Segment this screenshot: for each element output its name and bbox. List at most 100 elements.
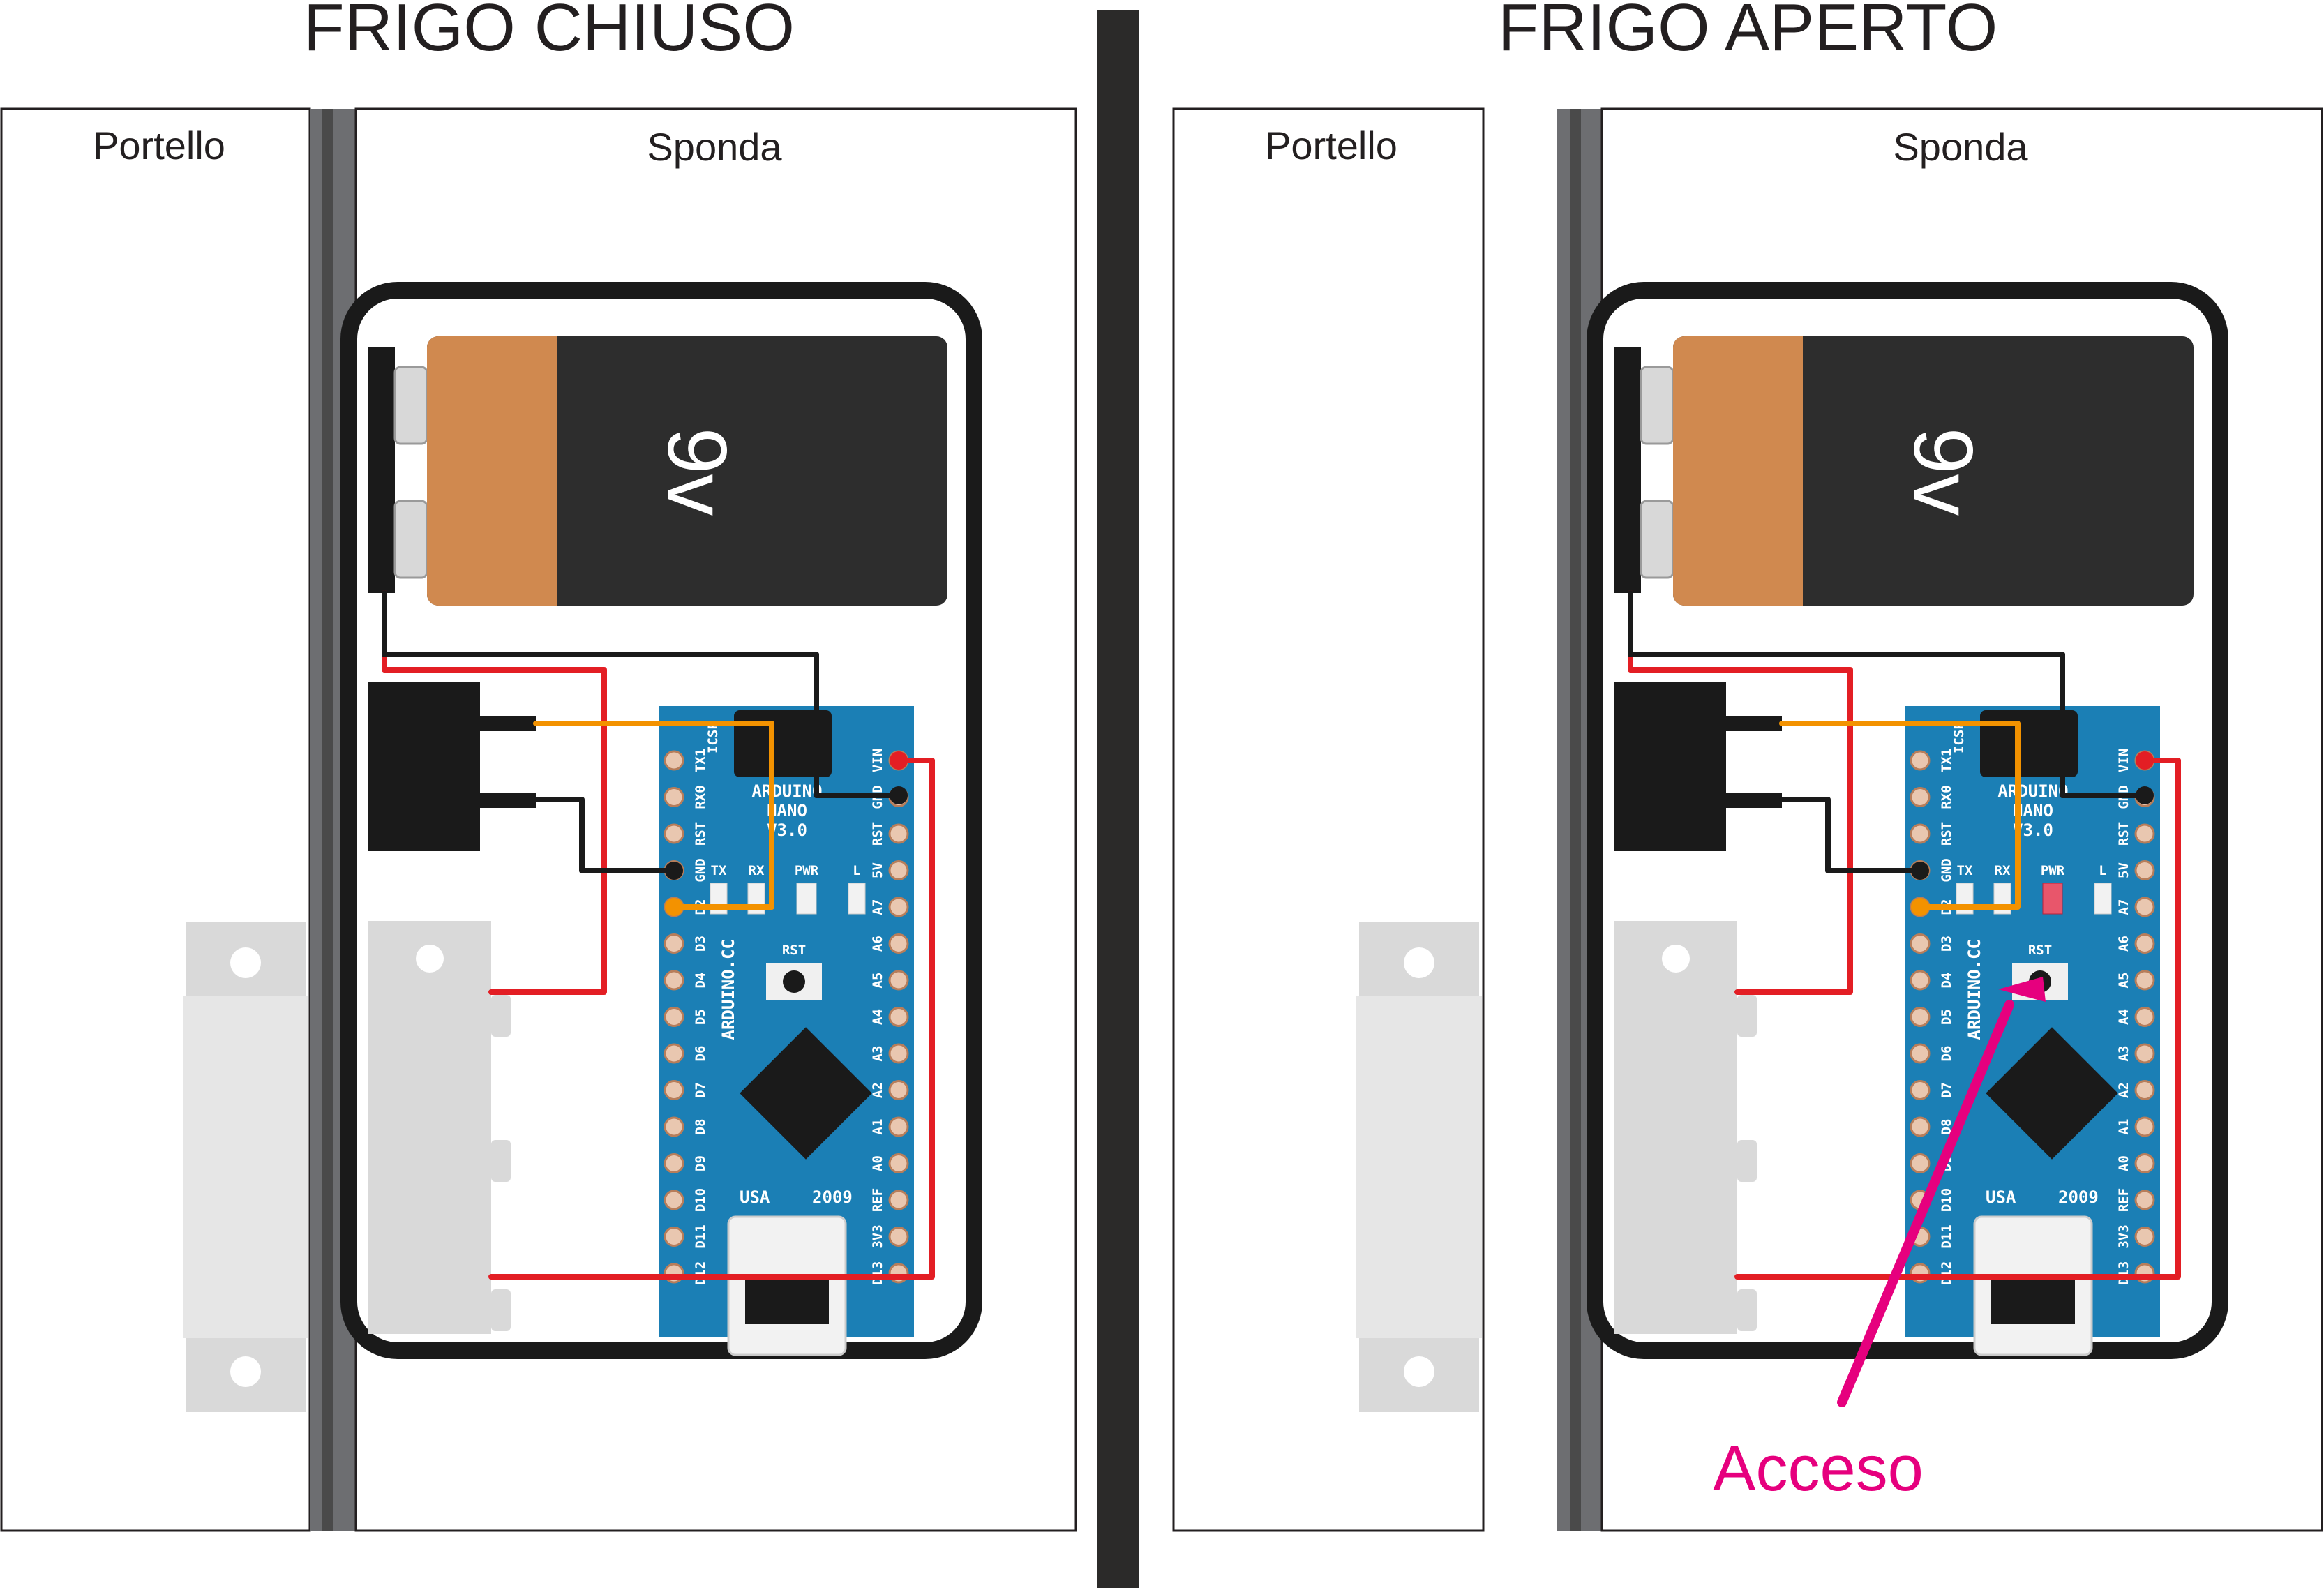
- pin-label: RST: [1939, 822, 1954, 846]
- pin-label: A7: [870, 899, 885, 915]
- wire-black-battery-gnd: [382, 590, 901, 798]
- pin-pad: [1910, 750, 1931, 771]
- enclosure-box: [1587, 282, 2228, 1359]
- pin-pad: [2134, 860, 2155, 880]
- battery-9v: 9v: [1614, 336, 2194, 606]
- reset-label: RST: [2028, 943, 2052, 958]
- pin-label: A5: [870, 973, 885, 989]
- pin-label: REF: [2116, 1188, 2131, 1212]
- magnet-center: [183, 996, 308, 1338]
- pin-pad: [1910, 933, 1931, 954]
- led-label-l: L: [853, 863, 860, 878]
- pin-label: RST: [870, 822, 885, 846]
- magnet-screw-hole: [1404, 947, 1434, 978]
- side-label: Sponda: [647, 125, 782, 169]
- reed-switch-body: [368, 921, 491, 1334]
- pin-label: D6: [1939, 1046, 1954, 1062]
- pin-label: D13: [2116, 1261, 2131, 1285]
- pin-label: A2: [870, 1082, 885, 1098]
- pin-label: REF: [870, 1188, 885, 1212]
- led-label-rx: RX: [1995, 863, 2011, 878]
- battery-9v: 9v: [368, 336, 947, 606]
- pin-pad: [1910, 1263, 1931, 1284]
- reed-switch: [368, 921, 511, 1334]
- pin-label: D3: [1939, 936, 1954, 952]
- scene-open: Portello Sponda: [1172, 107, 2323, 1532]
- buzzer-lead: [1726, 716, 1782, 731]
- pin-label: A4: [2116, 1009, 2131, 1025]
- usb-port: [1991, 1274, 2075, 1324]
- pin-pad: [1910, 1153, 1931, 1173]
- board-name-1: ARDUINO: [751, 781, 822, 801]
- reed-terminal: [491, 995, 511, 1037]
- annotation-arrow: [1837, 977, 2046, 1407]
- pin-label: RST: [693, 822, 708, 846]
- pin-pad: [2134, 933, 2155, 954]
- buzzer: [1614, 682, 1782, 851]
- door-panel: [1172, 107, 1485, 1532]
- led-label-pwr: PWR: [795, 863, 819, 878]
- scene-closed: Portello Sponda: [0, 107, 1077, 1532]
- reset-label: RST: [782, 943, 806, 958]
- pin-pad: [664, 1153, 684, 1173]
- battery-copper-band: [427, 336, 557, 606]
- pin-label: A3: [2116, 1046, 2131, 1062]
- door-label: Portello: [93, 123, 225, 167]
- atmega-chip: [740, 1027, 872, 1160]
- pin-pad: [2134, 1007, 2155, 1027]
- reed-terminal: [491, 1289, 511, 1331]
- pin-label: D4: [1939, 973, 1954, 989]
- icsp-header: [1980, 710, 2078, 777]
- pin-label: D5: [1939, 1009, 1954, 1025]
- door-label: Portello: [1265, 123, 1397, 167]
- reed-terminal: [1737, 1140, 1757, 1182]
- icsp-label: ICSP: [705, 721, 721, 753]
- annotation-label: Acceso: [1713, 1433, 1924, 1504]
- magnet-center: [1356, 996, 1482, 1338]
- pin-label: 3V3: [2116, 1224, 2131, 1248]
- wire-black-buzzer-gnd: [1779, 797, 1923, 873]
- reed-terminal: [491, 1140, 511, 1182]
- pin-label: A0: [870, 1155, 885, 1171]
- pin-label: A1: [2116, 1119, 2131, 1135]
- side-label: Sponda: [1893, 125, 2028, 169]
- title-open: FRIGO APERTO: [1498, 0, 1998, 65]
- footer-year: 2009: [812, 1187, 853, 1207]
- pin-pad: [2134, 1227, 2155, 1247]
- led-pwr: [796, 883, 817, 915]
- pin-pad: [2134, 1080, 2155, 1100]
- pin-label: D10: [693, 1188, 708, 1212]
- wire-orange-buzzer-d2: [533, 721, 774, 910]
- pin-label: D12: [693, 1261, 708, 1285]
- door-seal-groove: [1570, 109, 1581, 1531]
- buzzer-lead: [480, 716, 536, 731]
- wire-red-reed-vin: [1734, 758, 2181, 1280]
- pin-pad: [2134, 1043, 2155, 1064]
- battery-terminal: [1640, 366, 1674, 445]
- brand-label: ARDUINO.CC: [719, 939, 738, 1040]
- pin-label: GND: [1939, 858, 1954, 882]
- pin-label: D8: [1939, 1119, 1954, 1135]
- status-leds: TX RX PWR L: [710, 863, 866, 915]
- title-closed: FRIGO CHIUSO: [303, 0, 795, 65]
- pin-pad: [888, 1007, 909, 1027]
- pin-pad: [2134, 897, 2155, 917]
- pin-pad: [664, 1227, 684, 1247]
- pin-pad: [888, 1043, 909, 1064]
- pin-label: D4: [693, 973, 708, 989]
- pin-pad: [888, 823, 909, 844]
- pin-label: A3: [870, 1046, 885, 1062]
- magnet-screw-hole: [230, 1356, 261, 1387]
- pin-label: RX0: [693, 785, 708, 809]
- pin-pad: [888, 970, 909, 991]
- pin-label: D10: [1939, 1188, 1954, 1212]
- pin-pad: [2134, 1190, 2155, 1210]
- circuit-open: 9v TX1RX0RSTGNDD2D3D4D5D6D7D8D9D10D11D12…: [1587, 282, 2228, 1359]
- wire-black-battery-gnd: [1628, 590, 2147, 798]
- led-label-rx: RX: [749, 863, 765, 878]
- pin-pad: [664, 1080, 684, 1100]
- pin-pad: [664, 933, 684, 954]
- pin-pad: [664, 970, 684, 991]
